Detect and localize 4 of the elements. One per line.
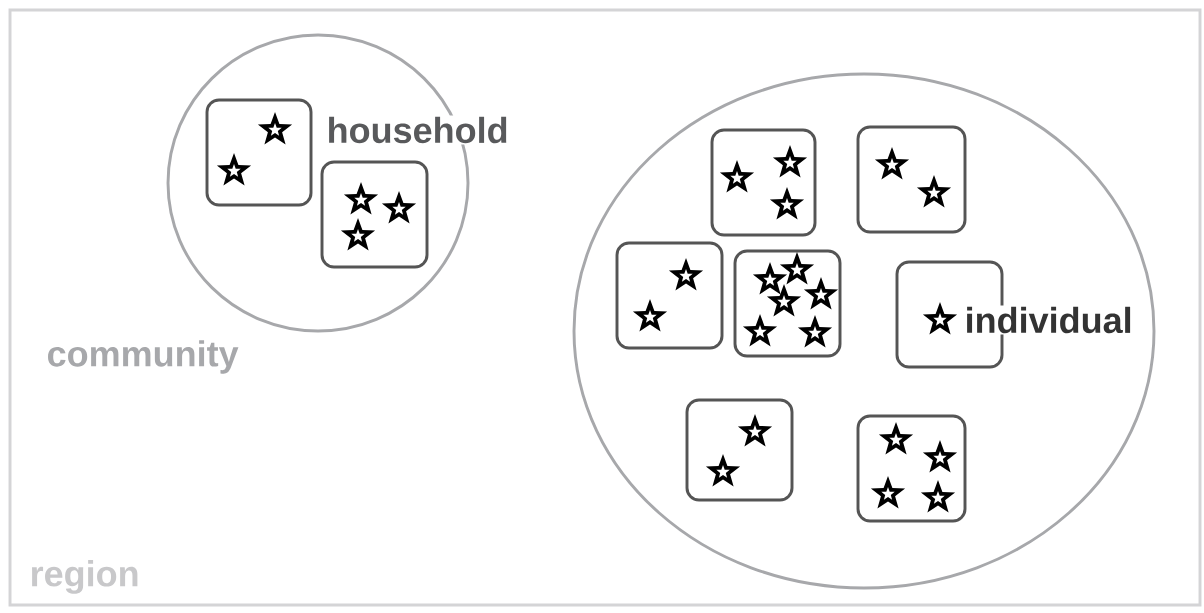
label: community xyxy=(45,338,240,376)
label: household xyxy=(325,115,510,145)
label: individual xyxy=(963,305,1134,335)
circle xyxy=(572,72,1156,590)
